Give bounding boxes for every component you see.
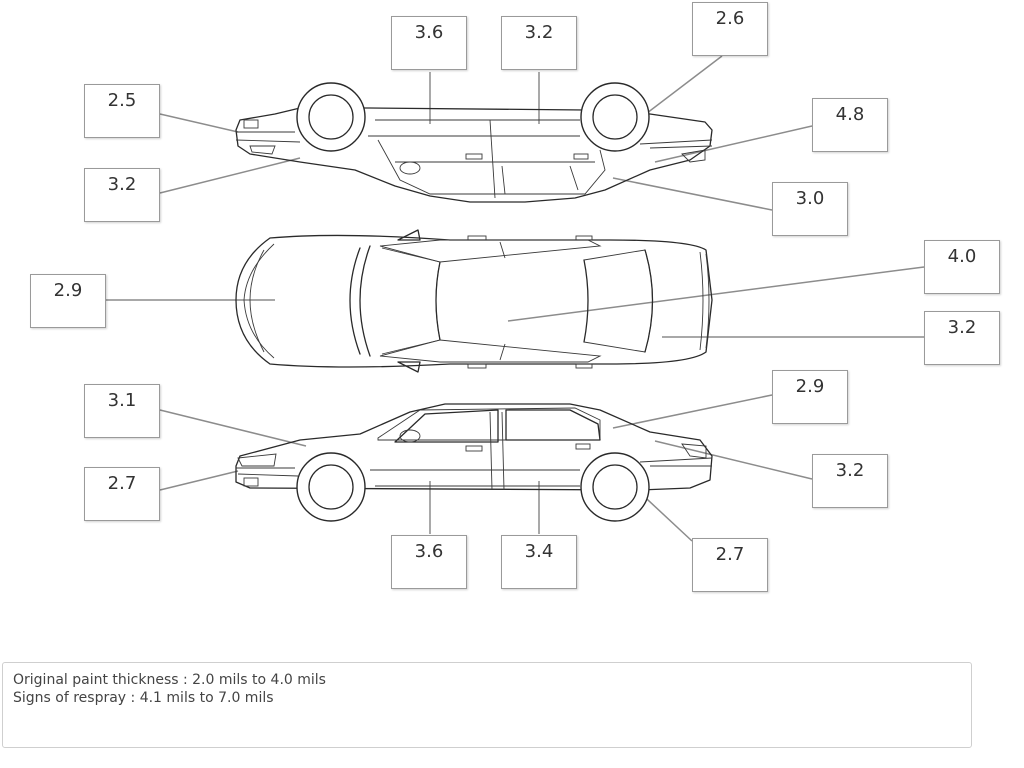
car-side-view-bottom xyxy=(235,403,713,522)
leader-lines xyxy=(106,55,925,542)
reading-bottom-rear-wheel: 2.7 xyxy=(692,538,768,592)
reading-hood: 2.9 xyxy=(30,274,106,328)
legend-original-paint: Original paint thickness : 2.0 mils to 4… xyxy=(13,672,326,688)
legend-respray: Signs of respray : 4.1 mils to 7.0 mils xyxy=(13,690,274,706)
reading-roof: 4.0 xyxy=(924,240,1000,294)
reading-trunk-lid: 3.2 xyxy=(924,311,1000,365)
reading-top-rocker: 3.0 xyxy=(772,182,848,236)
reading-top-rear-wheel-arch: 2.6 xyxy=(692,2,768,56)
paint-thickness-legend: Original paint thickness : 2.0 mils to 4… xyxy=(2,662,972,748)
reading-top-front-door: 3.6 xyxy=(391,16,467,70)
reading-top-rear-door: 3.2 xyxy=(501,16,577,70)
car-diagram xyxy=(106,55,925,542)
reading-bottom-front-fender: 3.1 xyxy=(84,384,160,438)
reading-bottom-rear-door: 3.4 xyxy=(501,535,577,589)
car-top-view xyxy=(235,229,713,373)
reading-top-rear-quarter: 4.8 xyxy=(812,98,888,152)
reading-bottom-rear-bumper: 3.2 xyxy=(812,454,888,508)
car-side-view-top xyxy=(235,82,713,203)
reading-top-front-bumper: 2.5 xyxy=(84,84,160,138)
reading-bottom-front-bumper: 2.7 xyxy=(84,467,160,521)
reading-bottom-rear-quarter: 2.9 xyxy=(772,370,848,424)
reading-top-front-fender: 3.2 xyxy=(84,168,160,222)
reading-bottom-front-door: 3.6 xyxy=(391,535,467,589)
